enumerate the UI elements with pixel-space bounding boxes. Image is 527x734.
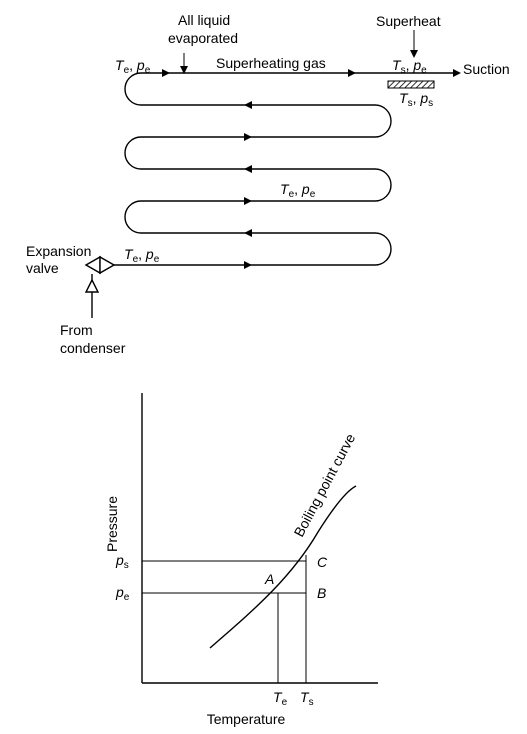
flow-arrow-row6 bbox=[244, 101, 252, 109]
expansion-valve-label-line2: valve bbox=[26, 260, 59, 276]
suction-arrowhead bbox=[453, 69, 461, 77]
boiling-point-curve bbox=[209, 485, 357, 649]
flow-arrow-row3 bbox=[244, 197, 252, 205]
point-b-label: B bbox=[317, 585, 326, 601]
evaporator-coil-diagram: All liquid evaporated Superheating gas S… bbox=[26, 12, 510, 356]
all-liquid-label-line2: evaporated bbox=[168, 30, 238, 46]
pressure-temperature-diagram: Pressure Temperature Boiling point curve… bbox=[104, 393, 378, 727]
state-label-ts-ps: Ts, ps bbox=[399, 90, 433, 109]
x-tick-te: Te bbox=[273, 689, 288, 708]
suction-label: Suction bbox=[463, 61, 510, 77]
x-tick-ts: Ts bbox=[300, 689, 314, 708]
state-label-te-pe-inlet: Te, pe bbox=[124, 246, 160, 265]
state-label-te-pe-middle: Te, pe bbox=[280, 181, 316, 200]
point-a-label: A bbox=[264, 571, 274, 587]
superheat-arrow bbox=[410, 30, 418, 58]
evaporator-coil-tube bbox=[110, 72, 455, 266]
superheating-gas-label: Superheating gas bbox=[216, 55, 326, 71]
flow-arrow-row2 bbox=[244, 229, 252, 237]
y-tick-ps: ps bbox=[115, 552, 129, 571]
superheat-sensor-bulb bbox=[387, 80, 435, 89]
x-axis-label: Temperature bbox=[207, 711, 286, 727]
flow-arrow-top-right bbox=[348, 69, 356, 77]
flow-arrow-row4 bbox=[244, 165, 252, 173]
from-condenser-label-line1: From bbox=[60, 322, 93, 338]
expansion-valve-label-line1: Expansion bbox=[26, 243, 91, 259]
flow-arrow-row1 bbox=[244, 261, 252, 269]
from-condenser-label-line2: condenser bbox=[60, 340, 126, 356]
all-liquid-label-line1: All liquid bbox=[178, 12, 230, 28]
y-tick-pe: pe bbox=[115, 584, 130, 603]
expansion-valve-symbol bbox=[84, 255, 116, 318]
y-axis-label: Pressure bbox=[104, 496, 120, 552]
state-label-te-pe-top: Te, pe bbox=[115, 57, 151, 76]
point-c-label: C bbox=[317, 554, 328, 570]
flow-arrow-row5 bbox=[244, 133, 252, 141]
state-label-ts-pe: Ts, pe bbox=[392, 57, 427, 76]
all-liquid-arrow bbox=[180, 53, 188, 74]
flow-arrow-top-left bbox=[162, 69, 170, 77]
superheat-label: Superheat bbox=[376, 13, 441, 29]
